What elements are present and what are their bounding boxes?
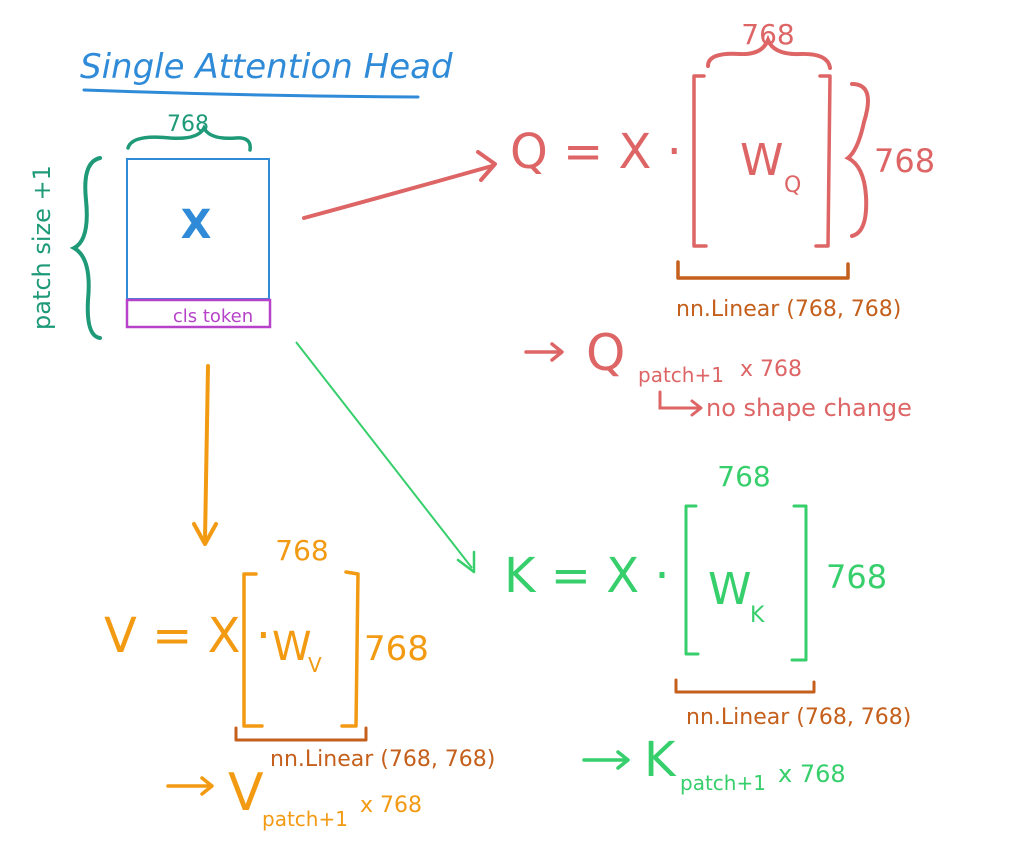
x-top-brace	[126, 124, 252, 152]
arrow-to-k-head	[456, 550, 476, 574]
wk-sub: K	[750, 603, 765, 628]
wk-right-bracket	[790, 504, 808, 662]
q-output-arrow-head	[550, 342, 564, 362]
wv-right-bracket	[340, 570, 360, 728]
cls-token-row	[125, 298, 272, 329]
wv-top-dim: 768	[275, 534, 328, 567]
query-group: Q = X · 768 W Q 768 nn.Linear (768, 768)…	[510, 18, 935, 422]
wv-sub: V	[308, 653, 322, 677]
wk-main: W	[708, 564, 752, 615]
x-height-label: patch size +1	[28, 165, 56, 330]
q-note-arrow	[658, 390, 702, 410]
title-underline	[82, 88, 420, 99]
x-matrix-label: X	[181, 202, 212, 248]
q-note-arrow-head	[690, 399, 703, 417]
q-note: no shape change	[706, 394, 912, 422]
v-output-sub: patch+1	[262, 807, 348, 831]
title-group: Single Attention Head	[80, 47, 453, 99]
k-output-sub: patch+1	[680, 771, 766, 795]
wk-side-dim: 768	[826, 558, 887, 596]
arrow-to-v-head	[192, 522, 218, 546]
wq-side-dim: 768	[874, 142, 935, 180]
wq-sub: Q	[784, 173, 801, 198]
x-left-brace	[69, 156, 102, 340]
wv-layer-bracket	[234, 726, 368, 742]
k-output-main: K	[644, 732, 677, 788]
input-x-group: 768 patch size +1 X cls token	[28, 112, 272, 340]
v-equation: V = X ·	[104, 608, 271, 664]
q-equation: Q = X ·	[510, 124, 682, 180]
x-width-label: 768	[167, 112, 209, 137]
wv-side-dim: 768	[364, 629, 429, 669]
cls-token-label: cls token	[173, 306, 253, 327]
wq-top-brace	[706, 34, 832, 70]
wq-top-dim: 768	[741, 18, 794, 51]
v-output-main: V	[228, 763, 264, 823]
q-output-main: Q	[586, 324, 625, 382]
wk-layer-bracket	[674, 678, 816, 694]
wq-layer-label: nn.Linear (768, 768)	[676, 297, 901, 322]
arrow-to-k	[295, 341, 473, 569]
q-output-dim: x 768	[740, 357, 802, 382]
arrow-to-v	[203, 364, 210, 542]
arrow-to-q-head	[476, 150, 497, 182]
diagram-title: Single Attention Head	[80, 47, 453, 87]
value-group: V = X · 768 W V 768 nn.Linear (768, 768)…	[104, 534, 495, 831]
wk-left-bracket	[684, 504, 700, 656]
wq-side-brace	[844, 82, 870, 238]
wk-top-dim: 768	[717, 460, 770, 493]
wv-main: W	[272, 624, 312, 670]
k-output-arrow-head	[616, 750, 630, 770]
arrows-group	[192, 150, 497, 574]
wq-right-bracket	[814, 74, 832, 248]
v-output-arrow-head	[200, 776, 214, 796]
q-output-sub: patch+1	[638, 363, 724, 387]
arrow-to-q	[302, 164, 494, 220]
key-group: K = X · 768 W K 768 nn.Linear (768, 768)…	[504, 460, 911, 795]
wq-main: W	[740, 135, 784, 186]
k-output-dim: x 768	[778, 760, 846, 788]
wk-layer-label: nn.Linear (768, 768)	[686, 705, 911, 730]
v-output-dim: x 768	[360, 793, 422, 818]
wq-left-bracket	[692, 74, 708, 248]
k-equation: K = X ·	[504, 548, 670, 604]
wq-layer-bracket	[676, 260, 850, 280]
wv-left-bracket	[242, 572, 264, 728]
wv-layer-label: nn.Linear (768, 768)	[270, 747, 495, 772]
